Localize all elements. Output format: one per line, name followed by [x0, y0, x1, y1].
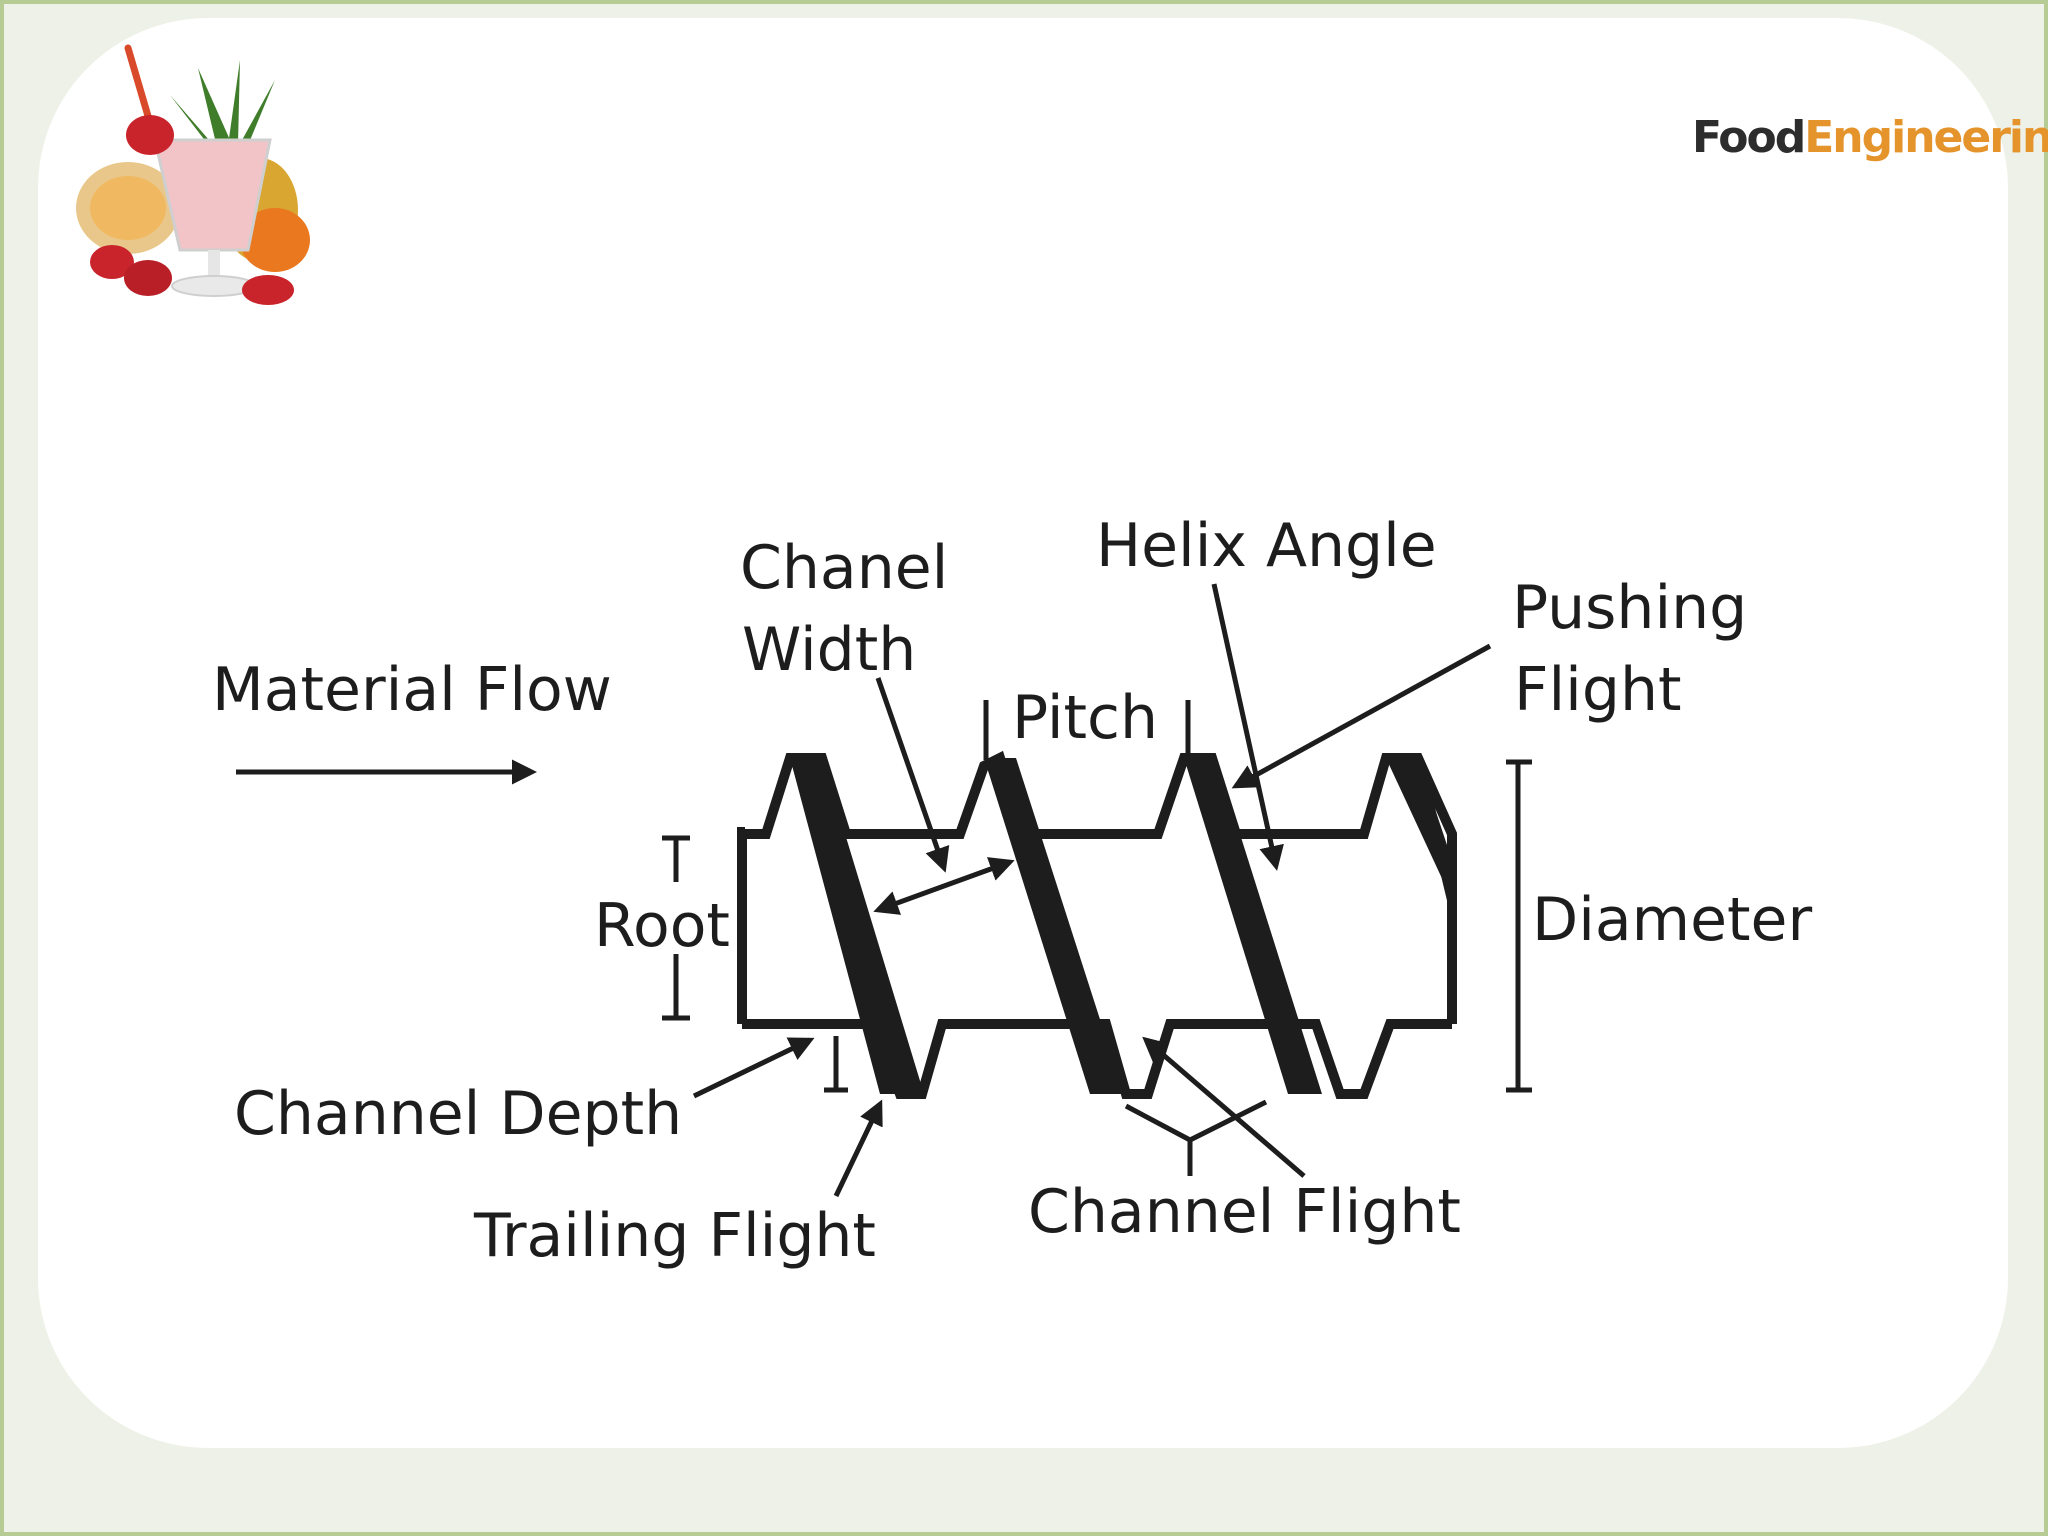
label-channel-depth: Channel Depth	[234, 1079, 682, 1149]
label-pushing-flight-line1: Pushing	[1512, 573, 1747, 643]
helix-angle-pointer	[1211, 583, 1284, 871]
label-chanel-width-line1: Chanel	[740, 533, 948, 603]
label-helix-angle: Helix Angle	[1096, 511, 1437, 581]
label-channel-flight: Channel Flight	[1028, 1177, 1461, 1247]
label-material-flow: Material Flow	[212, 655, 612, 725]
trailing-flight-pointer	[833, 1099, 883, 1198]
channel-flight-pointer	[1142, 1036, 1306, 1178]
label-pitch: Pitch	[1012, 683, 1158, 753]
channel-depth-pointer	[692, 1037, 815, 1099]
label-root: Root	[594, 891, 730, 961]
channel-depth-dimension	[824, 1036, 848, 1093]
label-diameter: Diameter	[1532, 885, 1812, 955]
logo-food-text: Food	[1692, 112, 1806, 163]
fruit-smoothie-illustration	[76, 44, 310, 305]
label-trailing-flight: Trailing Flight	[473, 1201, 876, 1271]
label-pushing-flight-line2: Flight	[1514, 655, 1682, 725]
brand-logo: FoodEngineering	[1692, 112, 2048, 172]
screw-flights	[790, 758, 1452, 1094]
label-chanel-width-line2: Width	[742, 615, 916, 685]
pushing-flight-pointer	[1231, 643, 1492, 789]
chanel-width-pointer	[875, 677, 950, 873]
root-dimension	[662, 835, 690, 1021]
chanel-width-dimension	[873, 857, 1015, 915]
logo-engineering-text: Engineering	[1804, 112, 2048, 163]
slide-panel	[38, 18, 2008, 1448]
channel-flight-bracket	[1124, 1099, 1268, 1176]
diameter-dimension	[1506, 759, 1532, 1093]
